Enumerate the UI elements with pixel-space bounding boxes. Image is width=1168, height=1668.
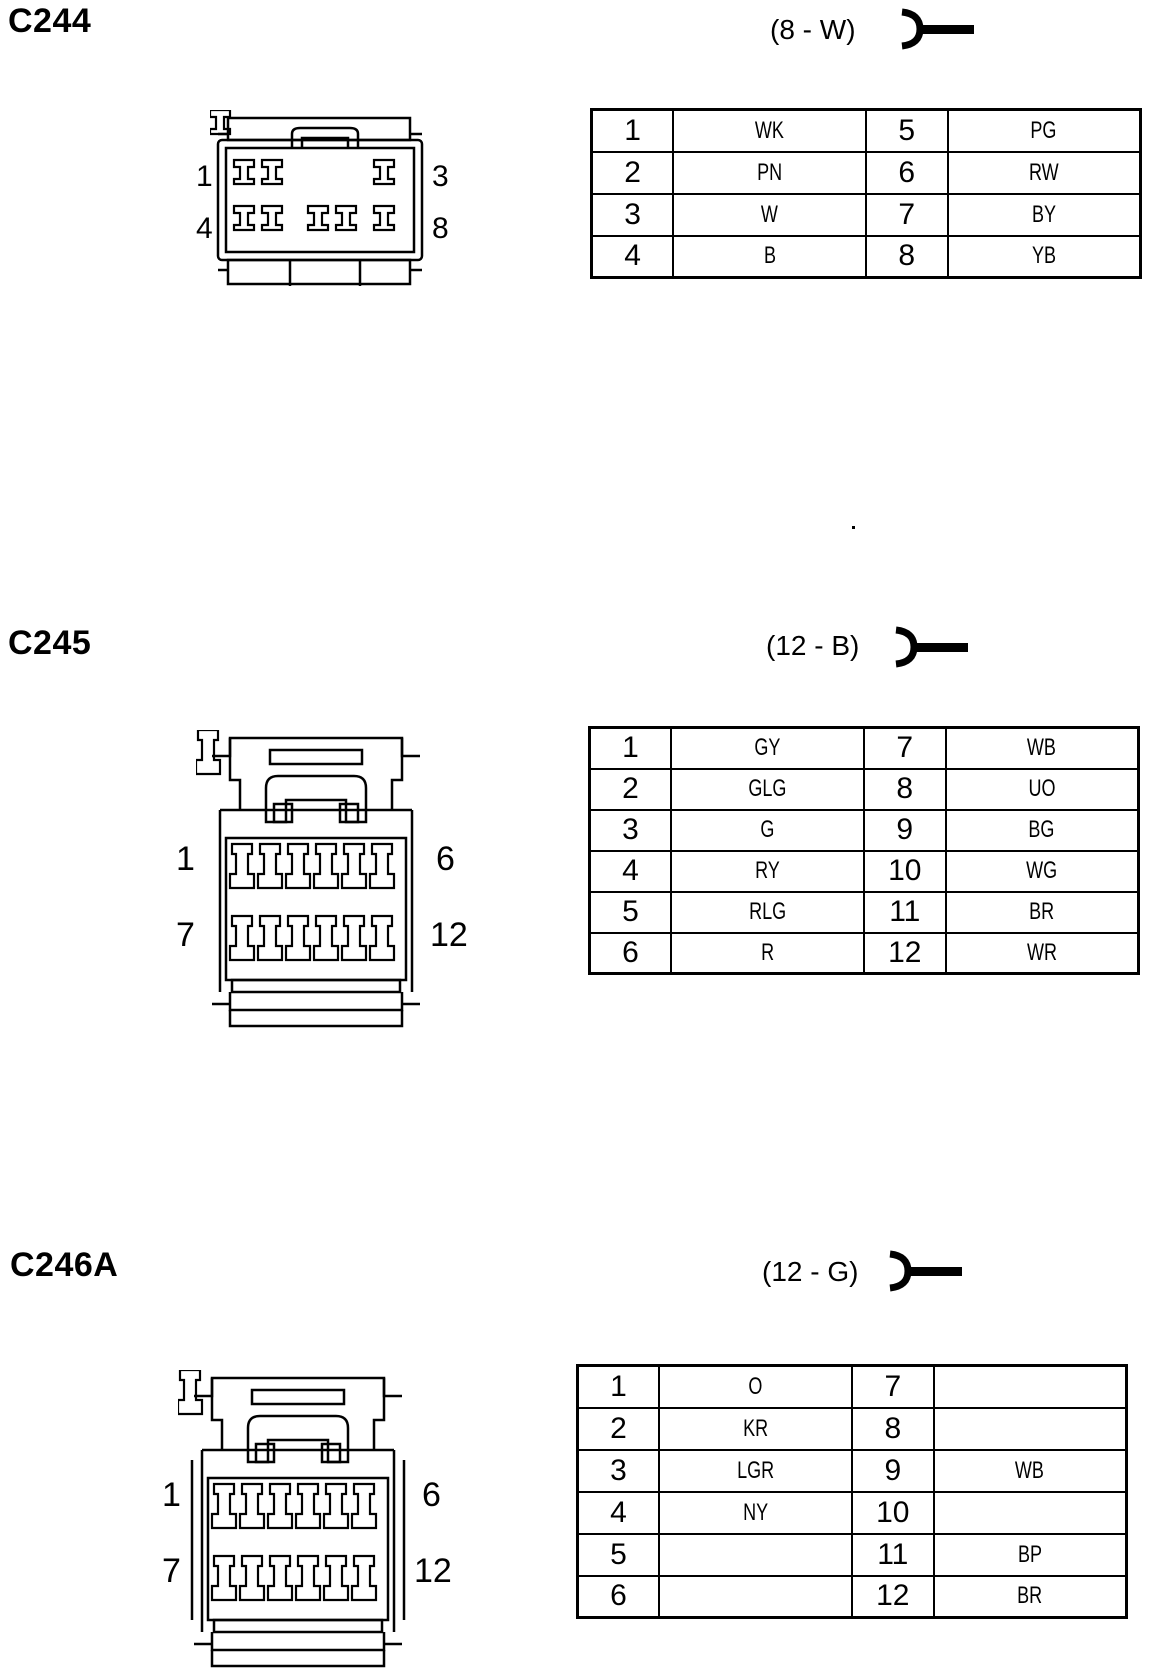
connector-id: C245 (8, 624, 92, 662)
pin-number: 6 (864, 150, 949, 195)
pin-number: 2 (576, 1406, 661, 1451)
connector-c244: C244 (8 - W) (0, 0, 1168, 560)
connector-id: C244 (8, 2, 92, 40)
pin-number: 2 (588, 767, 673, 811)
pin-number: 7 (850, 1364, 935, 1409)
connector-spec: (12 - G) (762, 1256, 859, 1287)
wire-color: BY (946, 192, 1142, 237)
wire-color: R (670, 931, 865, 975)
connector-spec: (12 - B) (766, 630, 860, 661)
wire-color: RLG (670, 890, 865, 934)
pin-number: 7 (862, 726, 947, 770)
connector-face-view (196, 730, 420, 1028)
wire-color (658, 1532, 853, 1577)
pin-label: 1 (196, 160, 213, 193)
wire-color: PG (946, 108, 1142, 153)
pin-number: 8 (862, 767, 947, 811)
pin-number: 9 (850, 1448, 935, 1493)
pin-label: 6 (422, 1476, 441, 1514)
pin-number: 8 (850, 1406, 935, 1451)
pin-number: 3 (588, 808, 673, 852)
wire-color: G (670, 808, 865, 852)
pin-label: 1 (162, 1476, 181, 1514)
connector-c245: C245 (12 - B) (0, 620, 1168, 1180)
pin-number: 12 (862, 931, 947, 975)
pin-number: 1 (590, 108, 675, 153)
wire-color: RY (670, 849, 865, 893)
wire-color: KR (658, 1406, 853, 1451)
connector-c246a: C246A (12 - G) (0, 1244, 1168, 1668)
pin-number: 11 (850, 1532, 935, 1577)
wire-color (932, 1406, 1128, 1451)
pin-number: 11 (862, 890, 947, 934)
pin-number: 5 (576, 1532, 661, 1577)
pin-label: 7 (162, 1552, 181, 1590)
wire-color: BR (932, 1574, 1128, 1619)
pin-label: 6 (436, 840, 455, 878)
wire-color: GY (670, 726, 865, 770)
connector-plug-icon (901, 8, 974, 50)
pin-number: 4 (576, 1490, 661, 1535)
pin-label: 1 (176, 840, 195, 878)
pin-number: 4 (590, 234, 675, 279)
pin-number: 3 (576, 1448, 661, 1493)
wire-color: B (672, 234, 867, 279)
pin-number: 3 (590, 192, 675, 237)
wire-color: WB (932, 1448, 1128, 1493)
wire-color: GLG (670, 767, 865, 811)
pin-label: 8 (432, 212, 449, 245)
stray-mark (852, 526, 855, 529)
pin-number: 6 (576, 1574, 661, 1619)
pin-label: 12 (430, 916, 468, 954)
pin-label: 3 (432, 160, 449, 193)
wire-color: BG (944, 808, 1140, 852)
wire-color: W (672, 192, 867, 237)
wire-color: WK (672, 108, 867, 153)
connector-face-view (210, 110, 424, 286)
wire-color: O (658, 1364, 853, 1409)
wire-color: LGR (658, 1448, 853, 1493)
wire-color: BP (932, 1532, 1128, 1577)
connector-spec: (8 - W) (770, 14, 856, 45)
connector-face-view (178, 1370, 406, 1668)
wire-color: YB (946, 234, 1142, 279)
wire-color (658, 1574, 853, 1619)
pin-label: 12 (414, 1552, 452, 1590)
wire-color: WB (944, 726, 1140, 770)
pin-label: 7 (176, 916, 195, 954)
wire-color: WG (944, 849, 1140, 893)
wire-color: RW (946, 150, 1142, 195)
wire-color: NY (658, 1490, 853, 1535)
pin-number: 10 (850, 1490, 935, 1535)
pin-number: 4 (588, 849, 673, 893)
pin-number: 1 (576, 1364, 661, 1409)
pin-number: 7 (864, 192, 949, 237)
pin-number: 5 (588, 890, 673, 934)
pin-number: 6 (588, 931, 673, 975)
pin-number: 10 (862, 849, 947, 893)
connector-plug-icon (889, 1250, 962, 1292)
connector-plug-icon (895, 626, 968, 668)
pin-number: 1 (588, 726, 673, 770)
pin-number: 9 (862, 808, 947, 852)
pin-number: 8 (864, 234, 949, 279)
wire-color: BR (944, 890, 1140, 934)
wire-color: PN (672, 150, 867, 195)
pin-number: 5 (864, 108, 949, 153)
wire-color: WR (944, 931, 1140, 975)
pin-number: 12 (850, 1574, 935, 1619)
pin-number: 2 (590, 150, 675, 195)
wire-color (932, 1490, 1128, 1535)
connector-id: C246A (10, 1246, 119, 1284)
wire-color: UO (944, 767, 1140, 811)
wire-color (932, 1364, 1128, 1409)
pin-label: 4 (196, 212, 213, 245)
